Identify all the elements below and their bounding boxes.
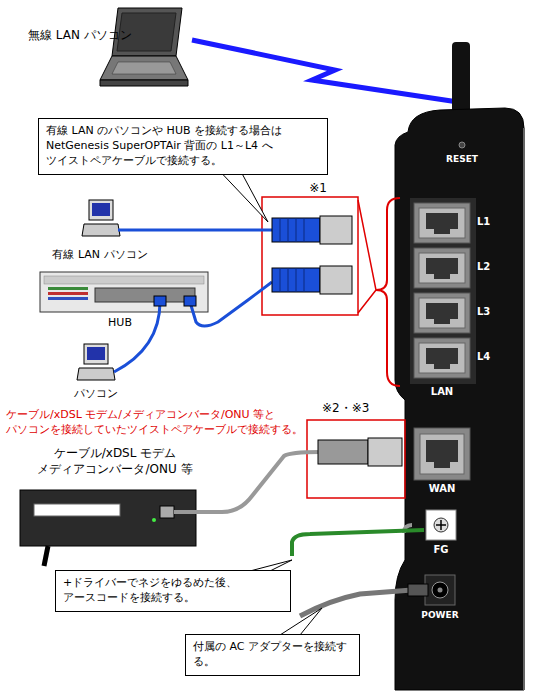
lan-bracket [376,198,400,386]
callout-tail [280,608,322,635]
power-jack [425,575,455,605]
fg-terminal [404,510,456,540]
device-label: 無線 LAN パソコン [28,28,132,42]
cable-plug [154,296,166,306]
callout-box: +ドライバーでネジをゆるめた後、 アースコードを接続する。 [55,570,291,612]
lan-cable [118,229,272,232]
wan-cable [174,452,320,512]
callout-number: ※2・※3 [322,401,369,415]
earth-cord [292,530,424,556]
port-name: RESET [446,154,478,165]
pc-icon [77,344,115,380]
port-name: L2 [477,261,490,273]
port-name: LAN [431,386,453,398]
port-name: L1 [477,216,490,228]
bracket-leader [358,200,376,313]
device-label: パソコン [74,387,118,400]
port-name: POWER [421,610,458,621]
hub-device [40,272,208,312]
callout-box: 付属の AC アダプターを接続する。 [185,634,360,676]
device-name: ケーブル/xDSL モデム メディアコンバータ/ONU 等 [20,445,210,477]
power-plug [408,584,428,596]
note-text: ケーブル/xDSL モデム/メディアコンバータ/ONU 等と パソコンを接続して… [6,408,314,438]
port-name: L4 [477,351,490,363]
wan-port [414,428,470,480]
cable-plug [184,296,196,306]
callout-tail [222,174,268,222]
highlight-box [262,197,358,315]
wan-plug [318,438,402,466]
wireless-link [192,40,458,102]
port-name: FG [433,544,448,556]
lan-ports [414,203,470,378]
device-label: ケーブル/xDSL モデム メディアコンバータ/ONU 等 [20,445,210,477]
callout-text: 付属の AC アダプターを接続する。 [193,640,352,670]
lan-cable [190,282,272,326]
port-name: L3 [477,306,490,318]
lan-plug [272,216,352,244]
laptop-icon [100,8,188,86]
lan-cable [114,302,160,372]
pc-icon [82,200,120,236]
callout-box: 有線 LAN のパソコンや HUB を接続する場合は NetGenesis Su… [38,118,328,175]
lan-plug [272,266,352,294]
device-label: 有線 LAN パソコン [52,248,147,261]
callout-text: +ドライバーでネジをゆるめた後、 アースコードを接続する。 [63,576,283,606]
callout-text: 有線 LAN のパソコンや HUB を接続する場合は NetGenesis Su… [46,124,320,169]
callout-number: ※1 [309,181,327,195]
highlight-box [307,420,405,498]
port-name: WAN [429,483,456,495]
router [395,42,524,690]
modem-device [20,490,196,566]
device-label: HUB [108,316,132,329]
